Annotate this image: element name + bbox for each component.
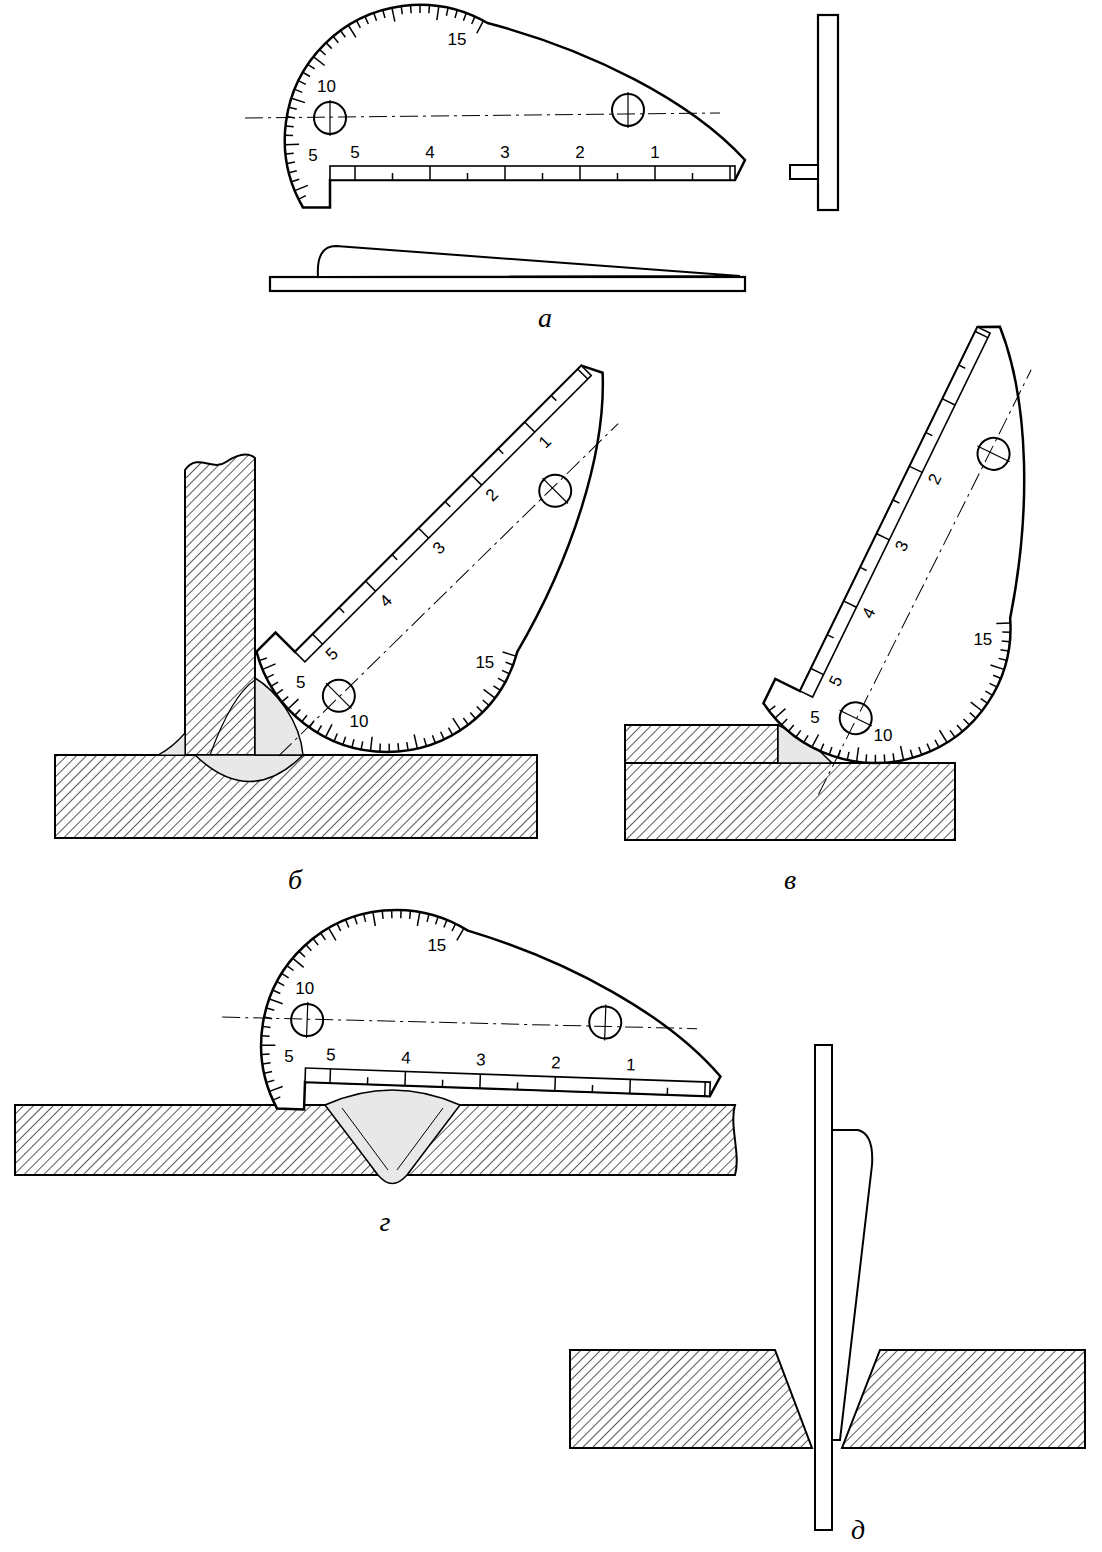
scale-number: 5 <box>808 709 821 726</box>
figure-caption: б <box>288 866 302 894</box>
weld-penetration <box>195 755 303 782</box>
scale-number: 5 <box>322 643 344 665</box>
right-plate <box>407 1105 737 1175</box>
scale-number: 5 <box>826 671 847 691</box>
scale-number: 15 <box>446 30 469 47</box>
left-plate <box>15 1105 378 1175</box>
scale-number: 10 <box>348 712 371 729</box>
gauge-bottom-view <box>270 277 745 291</box>
figure-caption: д <box>851 1516 865 1544</box>
gauge-pin <box>790 165 818 179</box>
scale-number: 2 <box>924 469 945 489</box>
scale-number: 5 <box>282 1048 295 1065</box>
scale-number: 4 <box>858 604 879 624</box>
fusion-line <box>210 680 255 755</box>
gauge-on-butt-weld <box>219 904 726 1124</box>
scale-number: 2 <box>573 144 586 161</box>
base-plate <box>55 755 537 838</box>
left-beveled-plate <box>570 1350 812 1448</box>
gauge-wedge-in-gap <box>832 1130 872 1440</box>
scale-number: 4 <box>399 1049 413 1066</box>
scale-number: 10 <box>293 979 316 996</box>
scale-number: 4 <box>423 144 436 161</box>
vertical-plate <box>185 455 255 755</box>
upper-plate <box>625 725 778 763</box>
lower-plate <box>625 763 955 840</box>
gauge-wedge <box>318 246 740 277</box>
figure-caption: а <box>538 304 552 332</box>
right-beveled-plate <box>842 1350 1085 1448</box>
scale-number: 3 <box>428 537 450 559</box>
scale-number: 5 <box>294 673 307 690</box>
scale-number: 3 <box>474 1051 488 1068</box>
figure-caption: г <box>380 1208 391 1236</box>
gauge-on-lap-weld <box>738 306 1102 844</box>
scale-number: 2 <box>549 1054 563 1071</box>
scale-number: 5 <box>348 144 361 161</box>
scale-number: 1 <box>624 1057 638 1074</box>
figure-caption: в <box>784 866 796 894</box>
scale-number: 1 <box>648 144 661 161</box>
scale-number: 10 <box>315 78 338 95</box>
butt-weld <box>325 1090 460 1184</box>
scale-number: 15 <box>425 937 448 954</box>
weld-layer-line <box>342 1108 443 1170</box>
gauge-front-view <box>245 5 745 208</box>
fillet-weld <box>158 733 185 755</box>
scale-number: 5 <box>324 1046 338 1063</box>
gauge-edge-view <box>815 1045 832 1530</box>
scale-number: 4 <box>375 590 397 612</box>
scale-number: 2 <box>481 484 503 506</box>
scale-number: 15 <box>473 654 496 671</box>
scale-number: 1 <box>534 431 556 453</box>
scale-number: 5 <box>306 147 319 164</box>
scale-number: 15 <box>971 630 994 647</box>
scale-number: 10 <box>871 727 894 744</box>
scale-number: 3 <box>891 536 912 556</box>
gauge-side-view <box>818 15 838 210</box>
scale-number: 3 <box>498 144 511 161</box>
